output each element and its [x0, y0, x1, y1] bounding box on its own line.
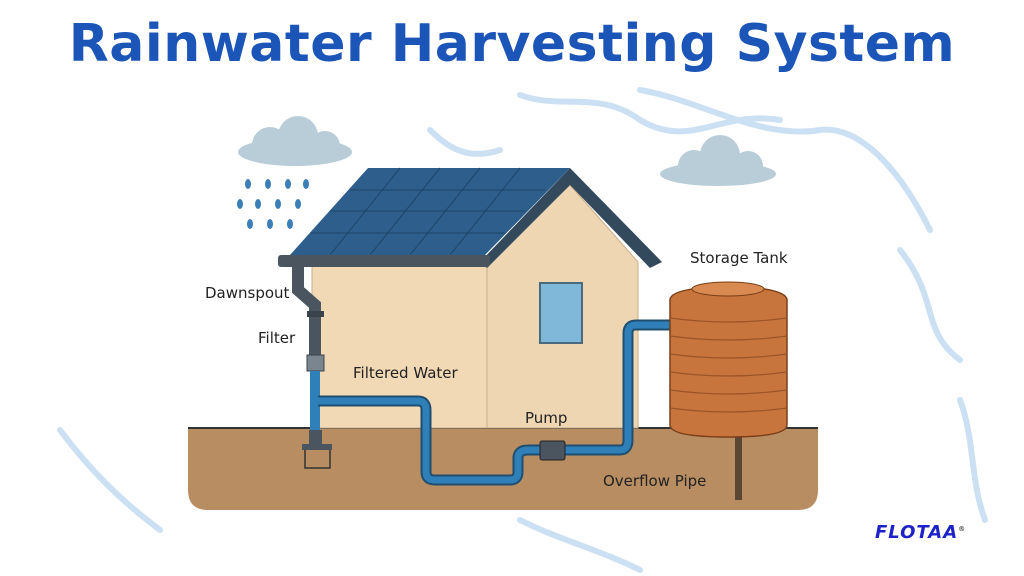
overflow-pipe	[735, 430, 742, 500]
pump	[539, 440, 566, 461]
label-filter: Filter	[258, 329, 296, 347]
water-splash-decoration	[57, 87, 988, 573]
cloud-icon-left	[238, 116, 352, 166]
ground	[188, 427, 818, 510]
filter	[306, 354, 325, 372]
label-overflow-pipe: Overflow Pipe	[603, 472, 707, 490]
cloud-icon-right	[660, 135, 776, 186]
rain-drops-icon	[237, 179, 309, 229]
label-filtered-water: Filtered Water	[353, 364, 458, 382]
window	[539, 282, 583, 344]
brand-name: FLOTAA	[875, 522, 959, 543]
house	[278, 167, 662, 429]
label-storage-tank: Storage Tank	[690, 249, 788, 267]
storage-tank	[669, 281, 788, 500]
brand-logo: FLOTAA®	[875, 522, 966, 543]
label-downspout: Dawnspout	[205, 284, 290, 302]
page-title: Rainwater Harvesting System	[68, 14, 956, 74]
registered-mark: ®	[958, 525, 967, 533]
label-pump: Pump	[525, 409, 568, 427]
downspout-pipe	[292, 267, 332, 469]
